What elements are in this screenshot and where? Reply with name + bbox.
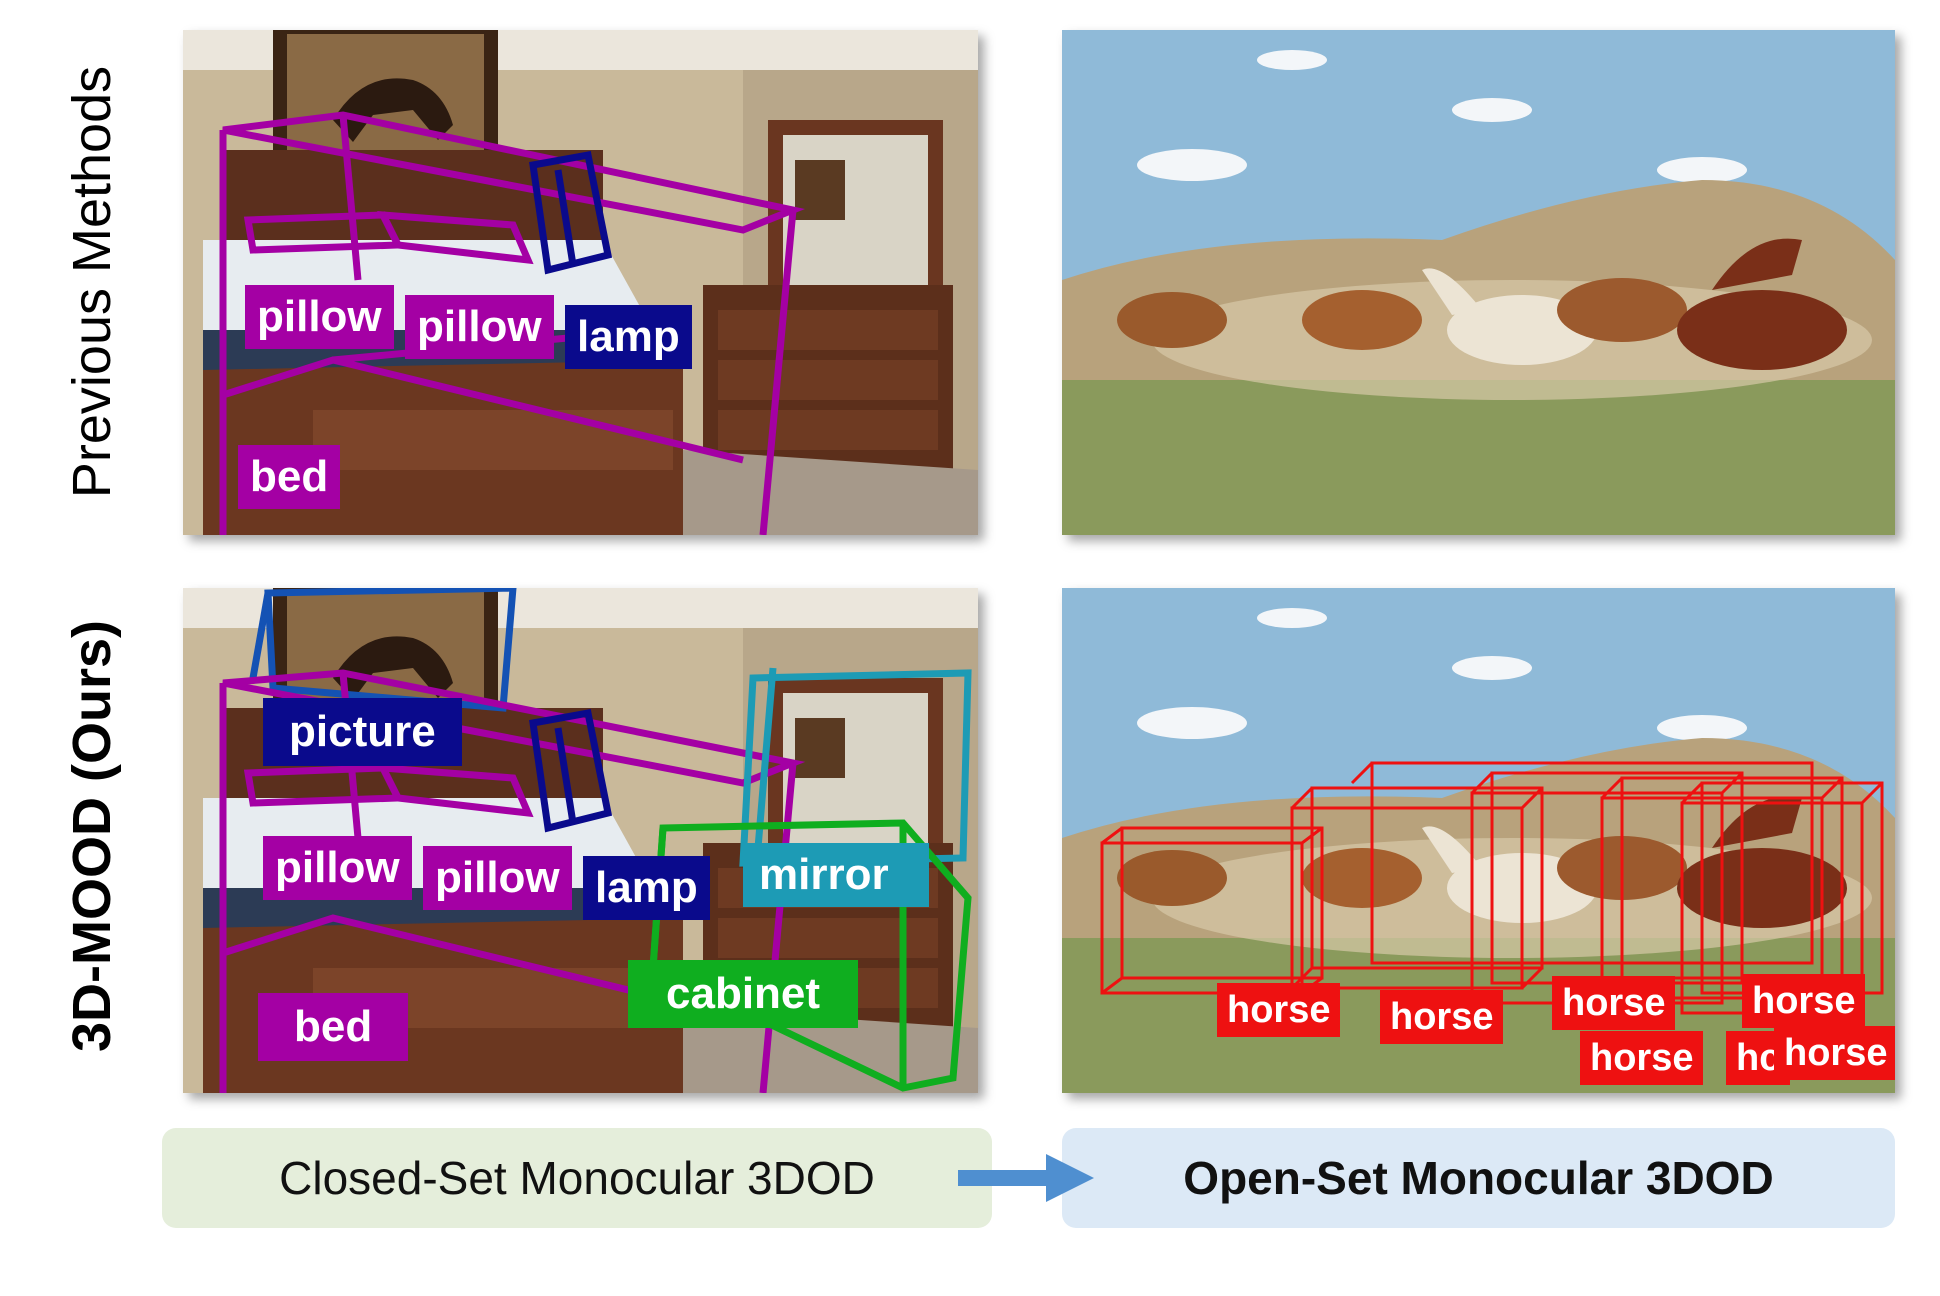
arrow-right-icon <box>958 1154 1094 1202</box>
label-pillow-2: pillow <box>423 846 572 910</box>
open-set-banner: Open-Set Monocular 3DOD <box>1062 1128 1895 1228</box>
label-bed: bed <box>238 445 341 509</box>
label-mirror: mirror <box>743 843 929 907</box>
horses-image-previous <box>1062 30 1895 535</box>
label-pillow-2: pillow <box>405 295 554 359</box>
label-lamp: lamp <box>565 305 692 369</box>
closed-set-banner: Closed-Set Monocular 3DOD <box>162 1128 992 1228</box>
label-bed: bed <box>258 993 409 1061</box>
label-horse-1: horse <box>1217 983 1341 1037</box>
label-lamp: lamp <box>583 856 710 920</box>
label-picture: picture <box>263 698 462 766</box>
row-label-previous-methods: Previous Methods <box>62 65 122 499</box>
bedroom-image-ours: picture pillow pillow lamp mirror cabine… <box>183 588 978 1093</box>
label-pillow-1: pillow <box>263 836 412 900</box>
label-horse-4: horse <box>1742 974 1866 1028</box>
label-horse-2: horse <box>1380 990 1504 1044</box>
bedroom-scene <box>183 30 978 535</box>
horses-image-ours: horse horse horse horse horse hc horse <box>1062 588 1895 1093</box>
label-horse-3: horse <box>1552 976 1676 1030</box>
horses-scene <box>1062 30 1895 535</box>
label-horse-7: horse <box>1774 1026 1895 1080</box>
label-cabinet: cabinet <box>628 960 859 1028</box>
detection-boxes-ours <box>219 588 972 1093</box>
label-pillow-1: pillow <box>245 285 394 349</box>
row-label-3d-mood: 3D-MOOD (Ours) <box>62 620 122 1052</box>
bedroom-image-previous: pillow pillow lamp bed <box>183 30 978 535</box>
label-horse-5: horse <box>1580 1031 1704 1085</box>
